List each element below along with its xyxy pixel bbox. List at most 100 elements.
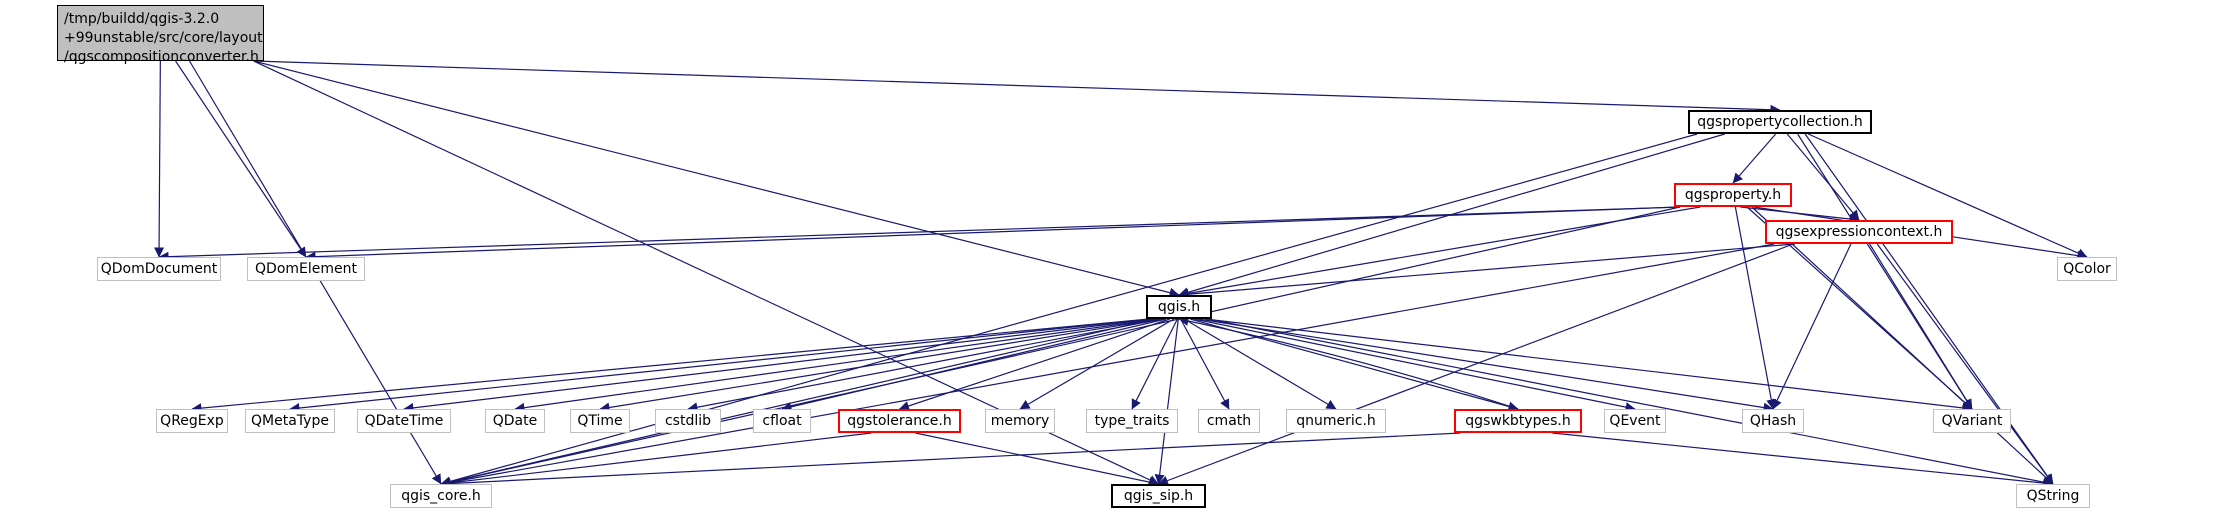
edge-qgstolerance-to-qgis_sip [915,432,1159,487]
edge-qgsproperty-to-QDomDocument [158,206,1680,262]
edge-qgspropertycollection-to-qgsproperty [1732,133,1777,184]
node-qgstolerance[interactable]: qgstolerance.h [838,409,961,433]
node-qevent: QEvent [1604,409,1666,433]
node-label: QTime [577,412,623,429]
edge-qgswkbtypes-to-qgis_core [440,432,1461,489]
edge-qgsexpressioncontext-to-qgis_sip [1158,243,1794,486]
node-label: qgspropertycollection.h [1697,113,1863,130]
node-label: QRegExp [160,412,224,429]
edge-qgsproperty-to-QDomElement [305,206,1680,262]
root-path-line-2: +99unstable/src/core/layout [64,30,263,46]
edge-qgis-to-QEvent [1193,318,1636,412]
node-label: QVariant [1941,412,2003,429]
edge-qgis-to-QVariant [1205,318,1973,413]
edge-qgswkbtypes-to-QString [1552,432,2054,489]
edge-qgis-to-QTime [599,318,1160,413]
edge-qgsproperty-to-qgis_core [440,206,1681,487]
node-label: cmath [1206,412,1252,429]
edge-qgsexpressioncontext-to-QString [1876,243,2054,485]
root-file-node: /tmp/buildd/qgis-3.2.0 +99unstable/src/c… [57,5,264,65]
edge-qgsproperty-to-QString [1751,206,2054,485]
node-qnumeric: qnumeric.h [1286,409,1386,433]
node-qcolor: QColor [2057,257,2117,281]
root-path-line-3: /qgscompositionconverter.h [64,49,259,65]
edge-qgsexpressioncontext-to-qgis_core [440,243,1775,488]
node-label: type_traits [1094,412,1170,429]
edge-qgsproperty-to-qgis [1178,206,1701,299]
edge-qgis-to-QDateTime [403,318,1154,413]
edge-qgis-to-type_traits [1131,318,1178,410]
node-label: QDomDocument [100,260,218,277]
node-cmath: cmath [1198,409,1260,433]
edge-qgis-to-cmath [1180,318,1230,410]
edge-qgspropertycollection-to-qgsexpressioncontext [1786,133,1860,221]
node-label: cstdlib [664,412,712,429]
node-label: qgsexpressioncontext.h [1775,223,1943,240]
edge-qgis-to-QHash [1198,318,1774,413]
edge-root-to-QDomDocument [154,60,165,258]
node-label: QString [2026,487,2080,504]
node-label: QHash [1749,412,1797,429]
node-label: qgis_sip.h [1123,487,1194,504]
edge-qgstolerance-to-qgis_core [440,432,872,488]
edge-qgis-to-QDate [514,318,1158,413]
node-qdate: QDate [485,409,545,433]
node-qdomdocument: QDomDocument [97,257,221,281]
edge-qgspropertycollection-to-QString [1804,133,2054,485]
node-label: QDate [492,412,538,429]
node-qtime: QTime [570,409,630,433]
node-label: QDateTime [364,412,444,429]
edge-qgis-to-QMetaType [289,318,1150,413]
node-label: qnumeric.h [1296,412,1376,429]
node-qgsexpressioncontext[interactable]: qgsexpressioncontext.h [1765,220,1953,244]
edge-root-to-qgspropertycollection [253,60,1781,115]
root-path-line-1: /tmp/buildd/qgis-3.2.0 [64,11,220,27]
node-label: QColor [2063,260,2111,277]
edge-qgsexpressioncontext-to-qgis [1178,243,1796,300]
node-label: qgswkbtypes.h [1465,412,1571,429]
edge-qgsexpressioncontext-to-QHash [1772,243,1852,410]
edge-qgis-to-cstdlib [687,318,1163,413]
node-qstring: QString [2016,484,2090,508]
edge-qgis-to-qgis_sip [1154,318,1179,485]
node-qdomelement: QDomElement [247,257,365,281]
node-label: QEvent [1609,412,1661,429]
node-type-traits: type_traits [1086,409,1178,433]
node-label: qgis.h [1157,298,1201,315]
node-label: qgis_core.h [401,487,481,504]
node-qdatetime: QDateTime [357,409,451,433]
edge-qgis-to-qgstolerance [899,318,1170,411]
node-qgspropertycollection[interactable]: qgspropertycollection.h [1688,110,1872,134]
node-label: QMetaType [251,412,329,429]
edge-qgswkbtypes-to-qgis [1178,316,1519,410]
node-label: cfloat [762,412,802,429]
edge-qgsexpressioncontext-to-QVariant [1869,243,1973,410]
node-qregexp: QRegExp [156,409,228,433]
node-qgis-sip[interactable]: qgis_sip.h [1111,484,1206,508]
node-qgsproperty[interactable]: qgsproperty.h [1674,183,1792,207]
edge-qgsproperty-to-QHash [1734,206,1777,410]
node-label: memory [990,412,1050,429]
node-cfloat: cfloat [753,409,811,433]
node-label: qgsproperty.h [1684,186,1782,203]
node-qgis[interactable]: qgis.h [1146,295,1212,319]
node-label: QDomElement [255,260,357,277]
node-memory: memory [985,409,1055,433]
edge-qgis-to-cfloat [781,318,1167,412]
node-qmetatype: QMetaType [245,409,335,433]
edge-root-to-qgis [253,60,1180,298]
edge-qgis-to-QRegExp [191,318,1150,414]
node-qvariant: QVariant [1933,409,2011,433]
node-label: qgstolerance.h [847,412,952,429]
node-qgis-core: qgis_core.h [390,484,492,508]
edge-qgspropertycollection-to-QColor [1807,133,2088,258]
node-qgswkbtypes[interactable]: qgswkbtypes.h [1454,409,1582,433]
edge-qgis-to-memory [1019,318,1175,410]
node-qhash: QHash [1742,409,1804,433]
edge-qgis-to-qgis_core [440,318,1155,487]
edge-root-to-QDomElement [175,60,307,258]
node-cstdlib: cstdlib [655,409,721,433]
edge-qgis-to-QString [1207,318,2054,488]
